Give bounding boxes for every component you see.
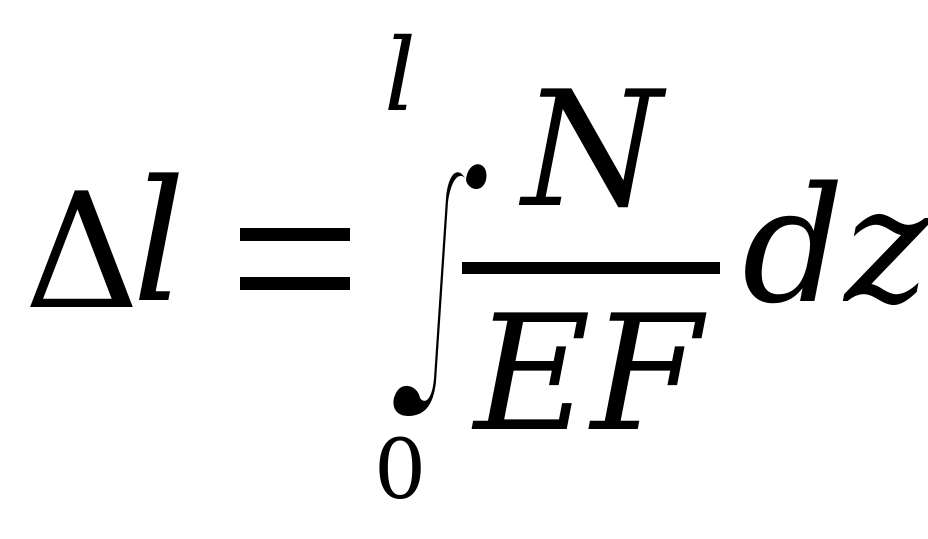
equals-bottom-bar — [240, 277, 350, 290]
delta-symbol: Δ — [24, 158, 140, 345]
fraction-bar — [462, 262, 720, 274]
integral-upper-limit: l — [384, 17, 416, 134]
fraction-numerator: N — [522, 56, 662, 243]
fraction-denominator: EF — [474, 280, 702, 467]
integral-lower-limit: 0 — [374, 423, 427, 518]
equals-sign — [240, 228, 350, 290]
differential-dz: dz — [742, 152, 928, 339]
lhs-variable: l — [132, 144, 186, 340]
integral-sign — [393, 164, 487, 416]
equals-top-bar — [240, 228, 350, 241]
